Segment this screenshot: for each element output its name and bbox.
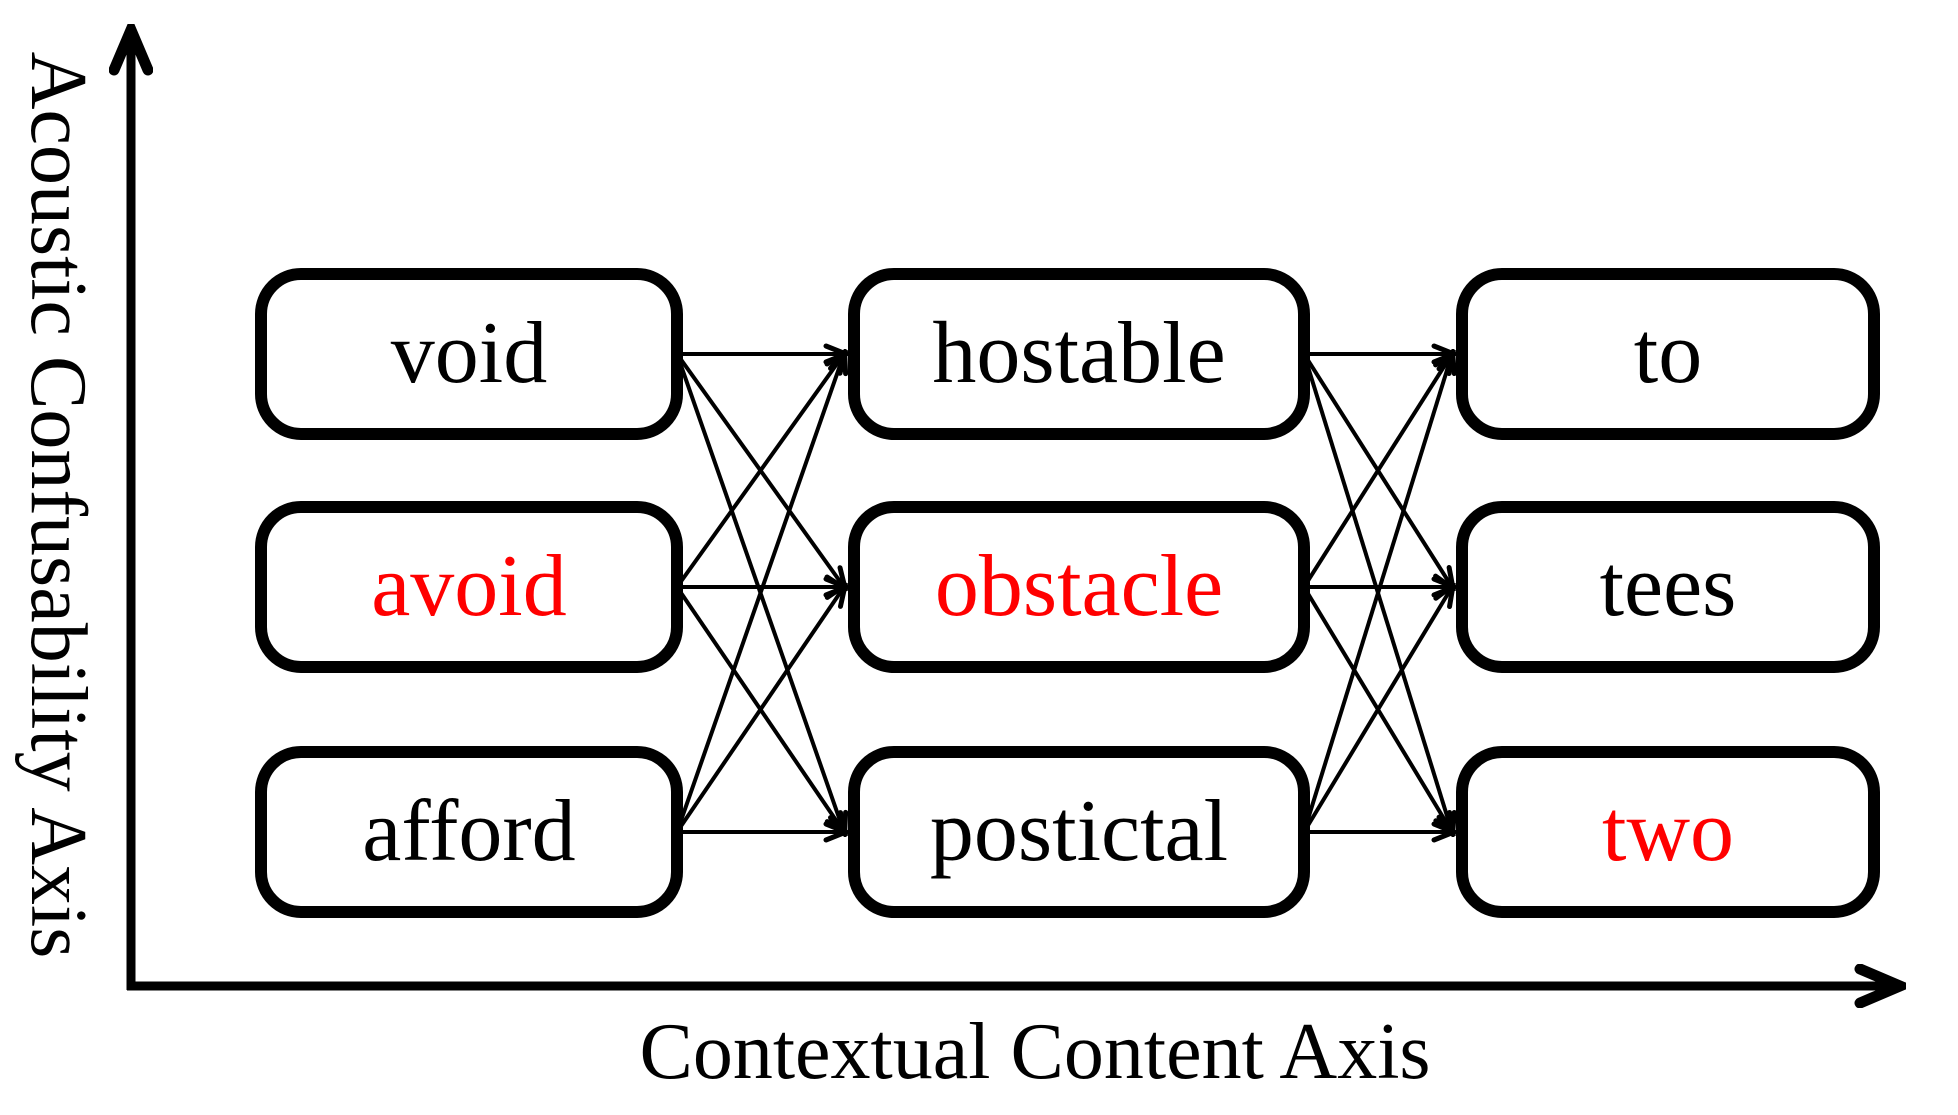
connector-arrow	[1302, 354, 1452, 589]
node-to: to	[1456, 268, 1880, 440]
edge-layer	[675, 354, 1452, 834]
connector-arrow	[1302, 354, 1452, 833]
node-avoid: avoid	[255, 501, 683, 673]
node-void: void	[255, 268, 683, 440]
node-tees: tees	[1456, 501, 1880, 673]
node-obstacle: obstacle	[848, 501, 1310, 673]
x-axis-label: Contextual Content Axis	[639, 1008, 1431, 1096]
y-axis-label: Acoustic Confusability Axis	[14, 51, 102, 959]
connector-arrow	[675, 587, 844, 834]
node-afford: afford	[255, 746, 683, 918]
connector-arrow	[1302, 587, 1452, 834]
node-postictal: postictal	[848, 746, 1310, 918]
node-hostable: hostable	[848, 268, 1310, 440]
connector-arrow	[675, 354, 844, 589]
connector-arrow	[675, 354, 844, 833]
node-two: two	[1456, 746, 1880, 918]
